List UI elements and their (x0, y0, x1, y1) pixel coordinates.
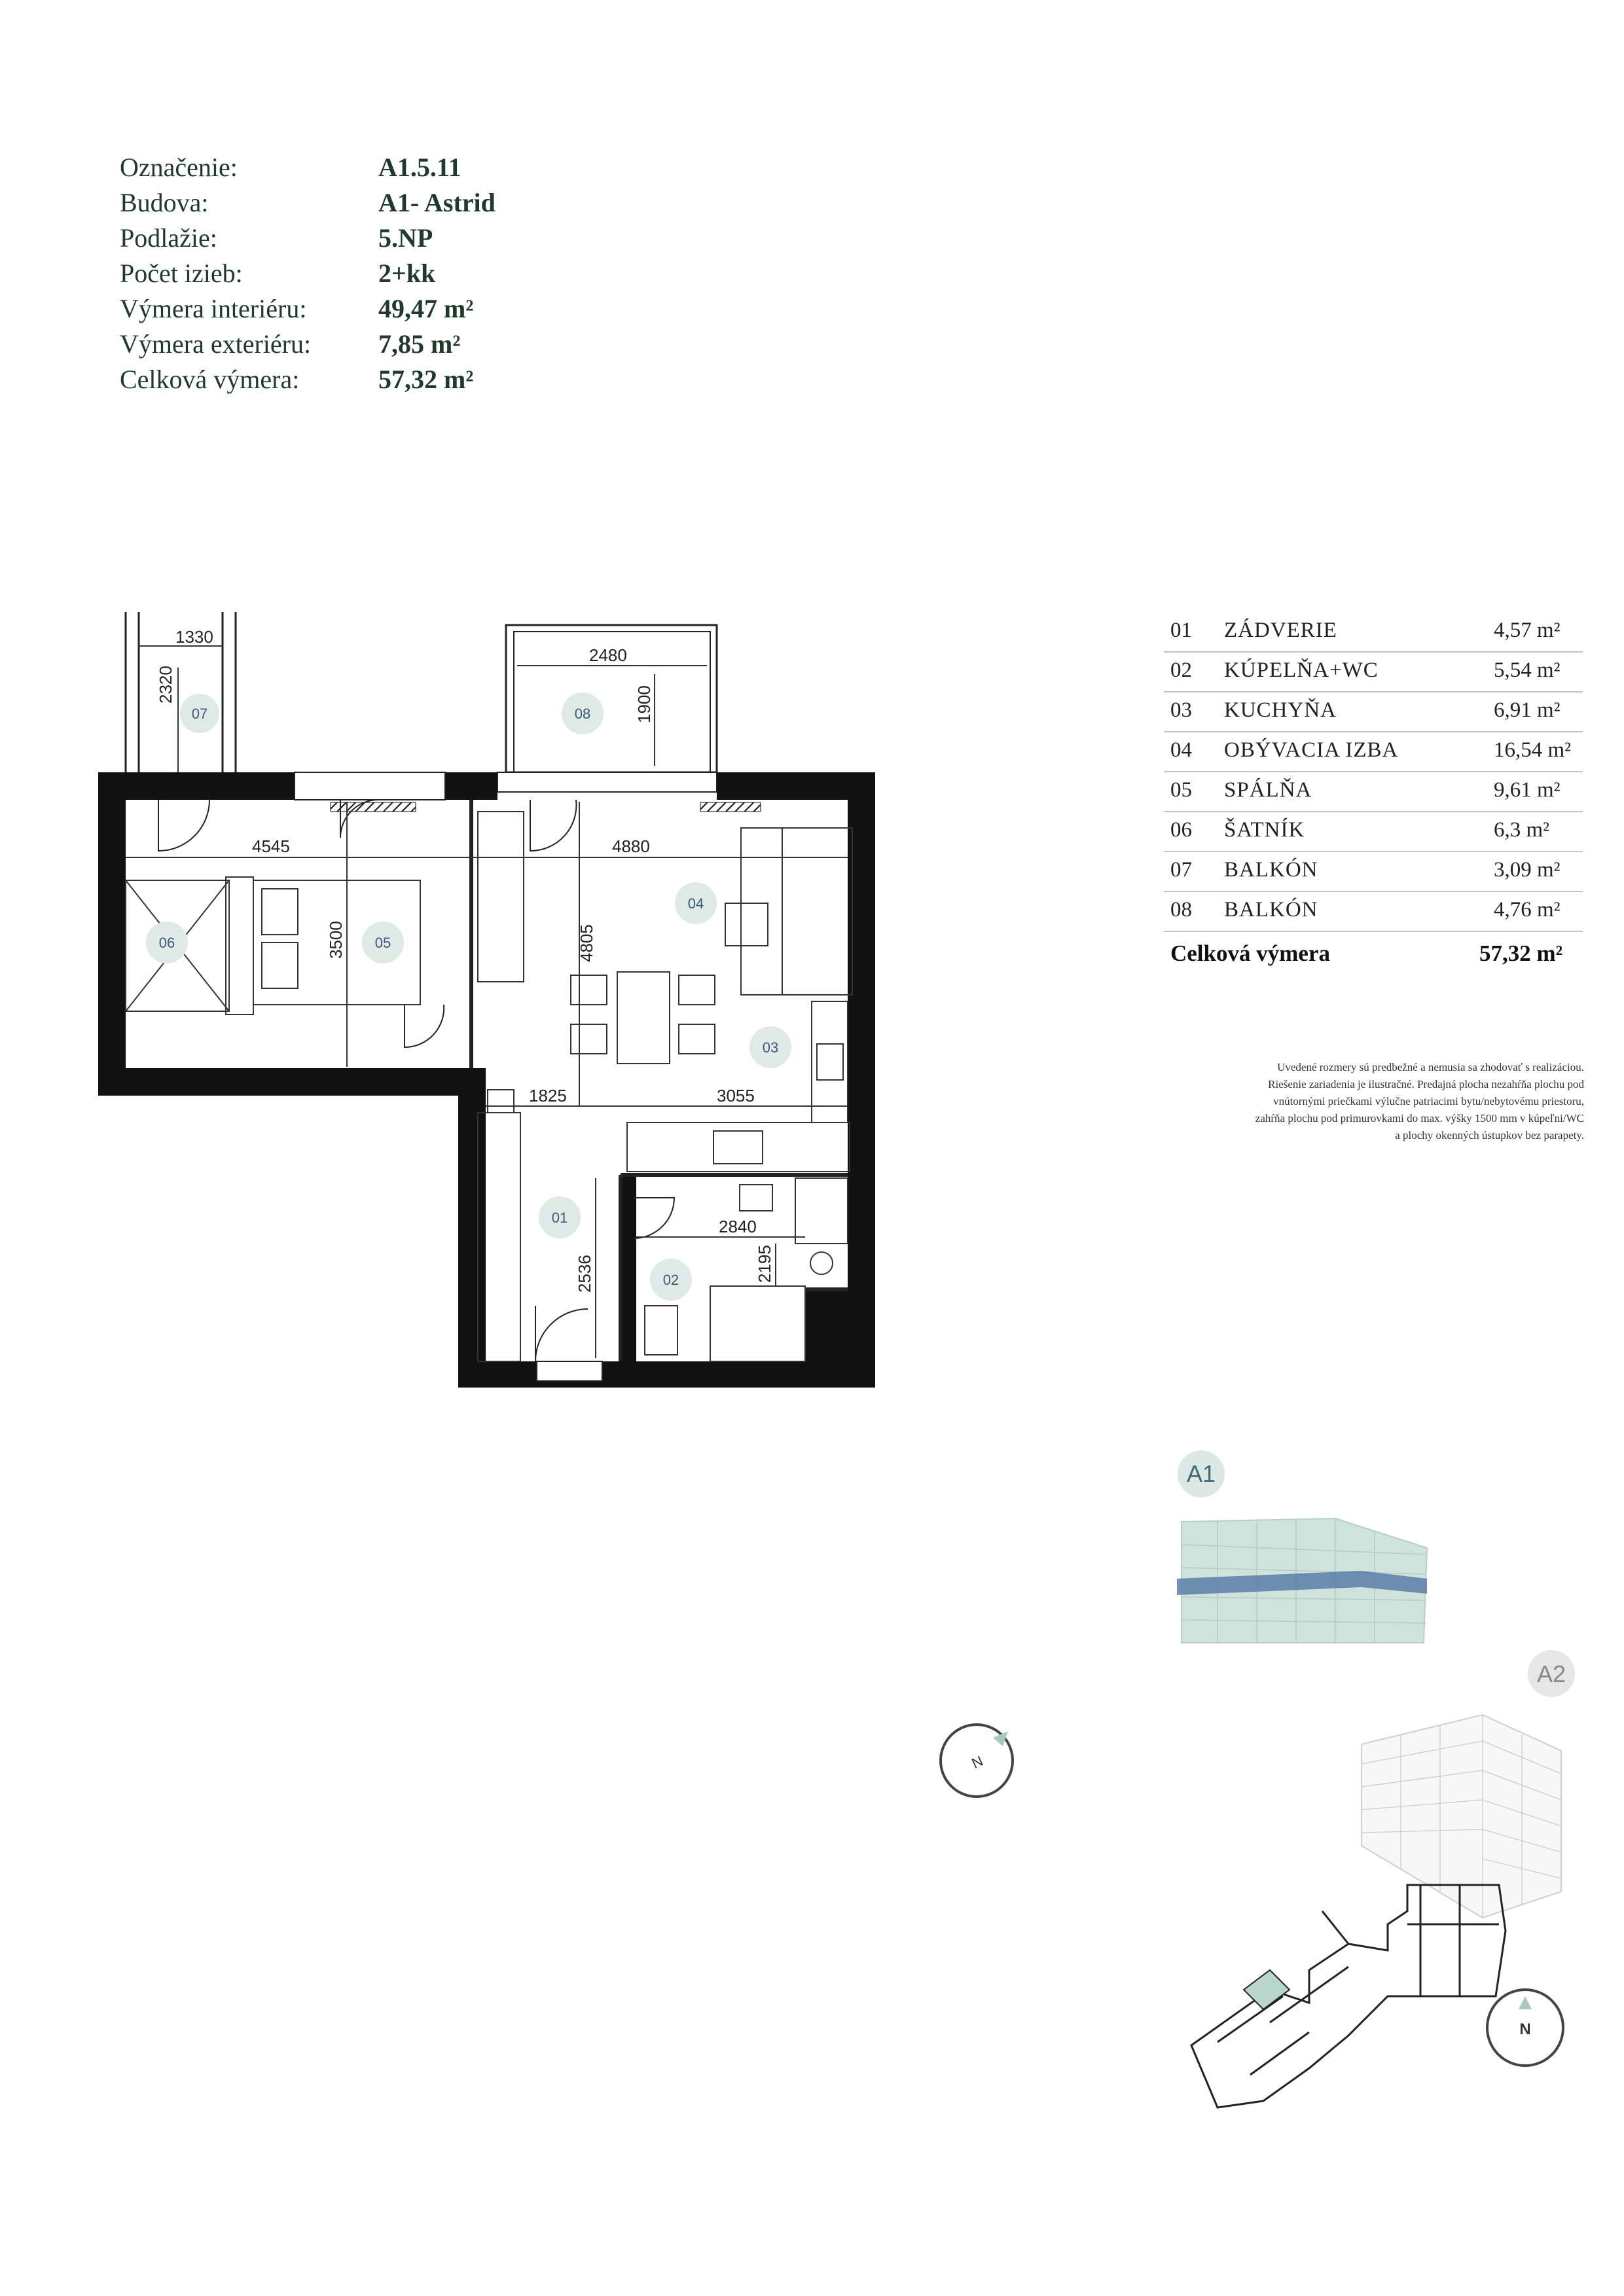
room-number: 04 (1170, 738, 1192, 762)
info-value: 5.NP (378, 223, 433, 253)
info-label: Celková výmera: (120, 365, 300, 394)
info-value: 57,32 m² (378, 365, 474, 394)
info-value: 7,85 m² (378, 329, 461, 359)
dim-hall-width: 1825 (529, 1086, 567, 1105)
room-area: 9,61 m² (1494, 778, 1561, 802)
room-tag-label: 06 (159, 935, 175, 951)
room-name: KUCHYŇA (1224, 698, 1337, 722)
room-tag: 01 (539, 1196, 581, 1238)
room-tag: 07 (180, 694, 219, 733)
compass-icon: N (1486, 1988, 1564, 2067)
note-line: Riešenie zariadenia je ilustračné. Preda… (1268, 1078, 1584, 1090)
room-tag-label: 08 (575, 706, 590, 722)
info-value: 2+kk (378, 259, 436, 288)
info-label: Výmera interiéru: (120, 294, 307, 323)
room-name: OBÝVACIA IZBA (1224, 738, 1399, 762)
dim-kitchen-width: 3055 (717, 1086, 755, 1105)
room-row: 08 BALKÓN 4,76 m² (1164, 891, 1583, 932)
room-row: 06 ŠATNÍK 6,3 m² (1164, 812, 1583, 852)
building-illustration: A1 A2 N (939, 1450, 1575, 2109)
info-label: Označenie: (120, 152, 238, 182)
room-name: ZÁDVERIE (1224, 619, 1337, 642)
dim-bedroom-width: 4545 (252, 836, 290, 856)
dim-bath-height: 2195 (755, 1245, 774, 1283)
info-value: A1- Astrid (378, 188, 496, 217)
room-area: 5,54 m² (1494, 658, 1561, 682)
room-number: 08 (1170, 898, 1192, 922)
room-tag-label: 07 (192, 706, 208, 722)
dim-bath-width: 2840 (719, 1217, 757, 1236)
room-number: 05 (1170, 778, 1192, 802)
room-tag-label: 01 (552, 1210, 568, 1226)
room-row: 07 BALKÓN 3,09 m² (1164, 852, 1583, 892)
room-name: SPÁLŇA (1224, 778, 1312, 802)
room-tag: 03 (749, 1026, 791, 1068)
info-label: Budova: (120, 188, 209, 217)
room-number: 03 (1170, 698, 1192, 722)
note-line: a plochy okenných ústupkov bez parapety. (1395, 1129, 1584, 1141)
room-number: 02 (1170, 658, 1192, 682)
info-value: 49,47 m² (378, 294, 474, 323)
compass-north-label: N (1519, 2020, 1530, 2038)
room-tag-label: 02 (663, 1272, 679, 1288)
floor-plan: 1330 2320 2480 1900 4545 3500 4880 4805 … (98, 612, 875, 1388)
room-tag: 05 (362, 922, 404, 963)
dim-balcony08-height: 1900 (634, 685, 654, 723)
room-tag-label: 05 (375, 935, 391, 951)
room-area: 16,54 m² (1494, 738, 1572, 762)
room-number: 06 (1170, 818, 1192, 842)
room-number: 07 (1170, 858, 1192, 882)
dim-hall-height: 2536 (575, 1255, 594, 1293)
dim-balcony07-width: 1330 (175, 627, 213, 647)
dim-living-height: 4805 (577, 924, 596, 962)
total-area-label: Celková výmera (1170, 941, 1330, 966)
room-area: 3,09 m² (1494, 858, 1561, 882)
disclaimer-note: Uvedené rozmery sú predbežné a nemusia s… (1152, 1059, 1584, 1144)
room-area: 4,57 m² (1494, 619, 1561, 642)
room-tag: 02 (650, 1259, 692, 1300)
info-label: Podlažie: (120, 223, 217, 253)
room-area: 4,76 m² (1494, 898, 1561, 922)
building-a1-label: A1 (1187, 1460, 1216, 1487)
room-tag: 08 (562, 692, 604, 734)
room-tag-label: 04 (688, 895, 704, 912)
info-label: Výmera exteriéru: (120, 329, 312, 359)
building-a2-badge: A2 (1528, 1650, 1575, 1697)
note-line: Uvedené rozmery sú predbežné a nemusia s… (1277, 1061, 1584, 1073)
building-a2-label: A2 (1537, 1660, 1566, 1687)
dim-balcony08-width: 2480 (589, 645, 627, 665)
info-value: A1.5.11 (378, 152, 461, 182)
compass-north-label: N (969, 1753, 986, 1772)
key-plan (1190, 1884, 1507, 2109)
room-name: KÚPELŇA+WC (1224, 658, 1379, 682)
building-a1-badge: A1 (1178, 1450, 1225, 1498)
dim-living-width: 4880 (612, 836, 650, 856)
room-tag: 04 (675, 882, 717, 924)
room-number: 01 (1170, 619, 1192, 642)
dim-balcony07-height: 2320 (156, 666, 175, 704)
room-area: 6,3 m² (1494, 818, 1550, 842)
compass-icon: N (939, 1723, 1014, 1798)
total-area-value: 57,32 m² (1479, 941, 1563, 966)
room-name: ŠATNÍK (1224, 818, 1305, 842)
note-line: vnútornými priečkami výlučne patriacimi … (1273, 1095, 1584, 1107)
room-name: BALKÓN (1224, 898, 1318, 922)
room-row: 01 ZÁDVERIE 4,57 m² (1164, 612, 1583, 653)
room-row: 05 SPÁLŇA 9,61 m² (1164, 772, 1583, 812)
room-row: 03 KUCHYŇA 6,91 m² (1164, 692, 1583, 732)
room-tag: 06 (146, 922, 188, 963)
info-label: Počet izieb: (120, 259, 243, 288)
dim-bedroom-height: 3500 (326, 921, 346, 959)
room-area: 6,91 m² (1494, 698, 1561, 722)
room-row: 04 OBÝVACIA IZBA 16,54 m² (1164, 732, 1583, 772)
selected-floor-highlight (1177, 1571, 1427, 1595)
room-tag-label: 03 (763, 1039, 778, 1056)
room-row: 02 KÚPELŇA+WC 5,54 m² (1164, 652, 1583, 692)
room-name: BALKÓN (1224, 858, 1318, 882)
note-line: zahŕňa plochu pod primurovkami do max. v… (1255, 1112, 1584, 1124)
